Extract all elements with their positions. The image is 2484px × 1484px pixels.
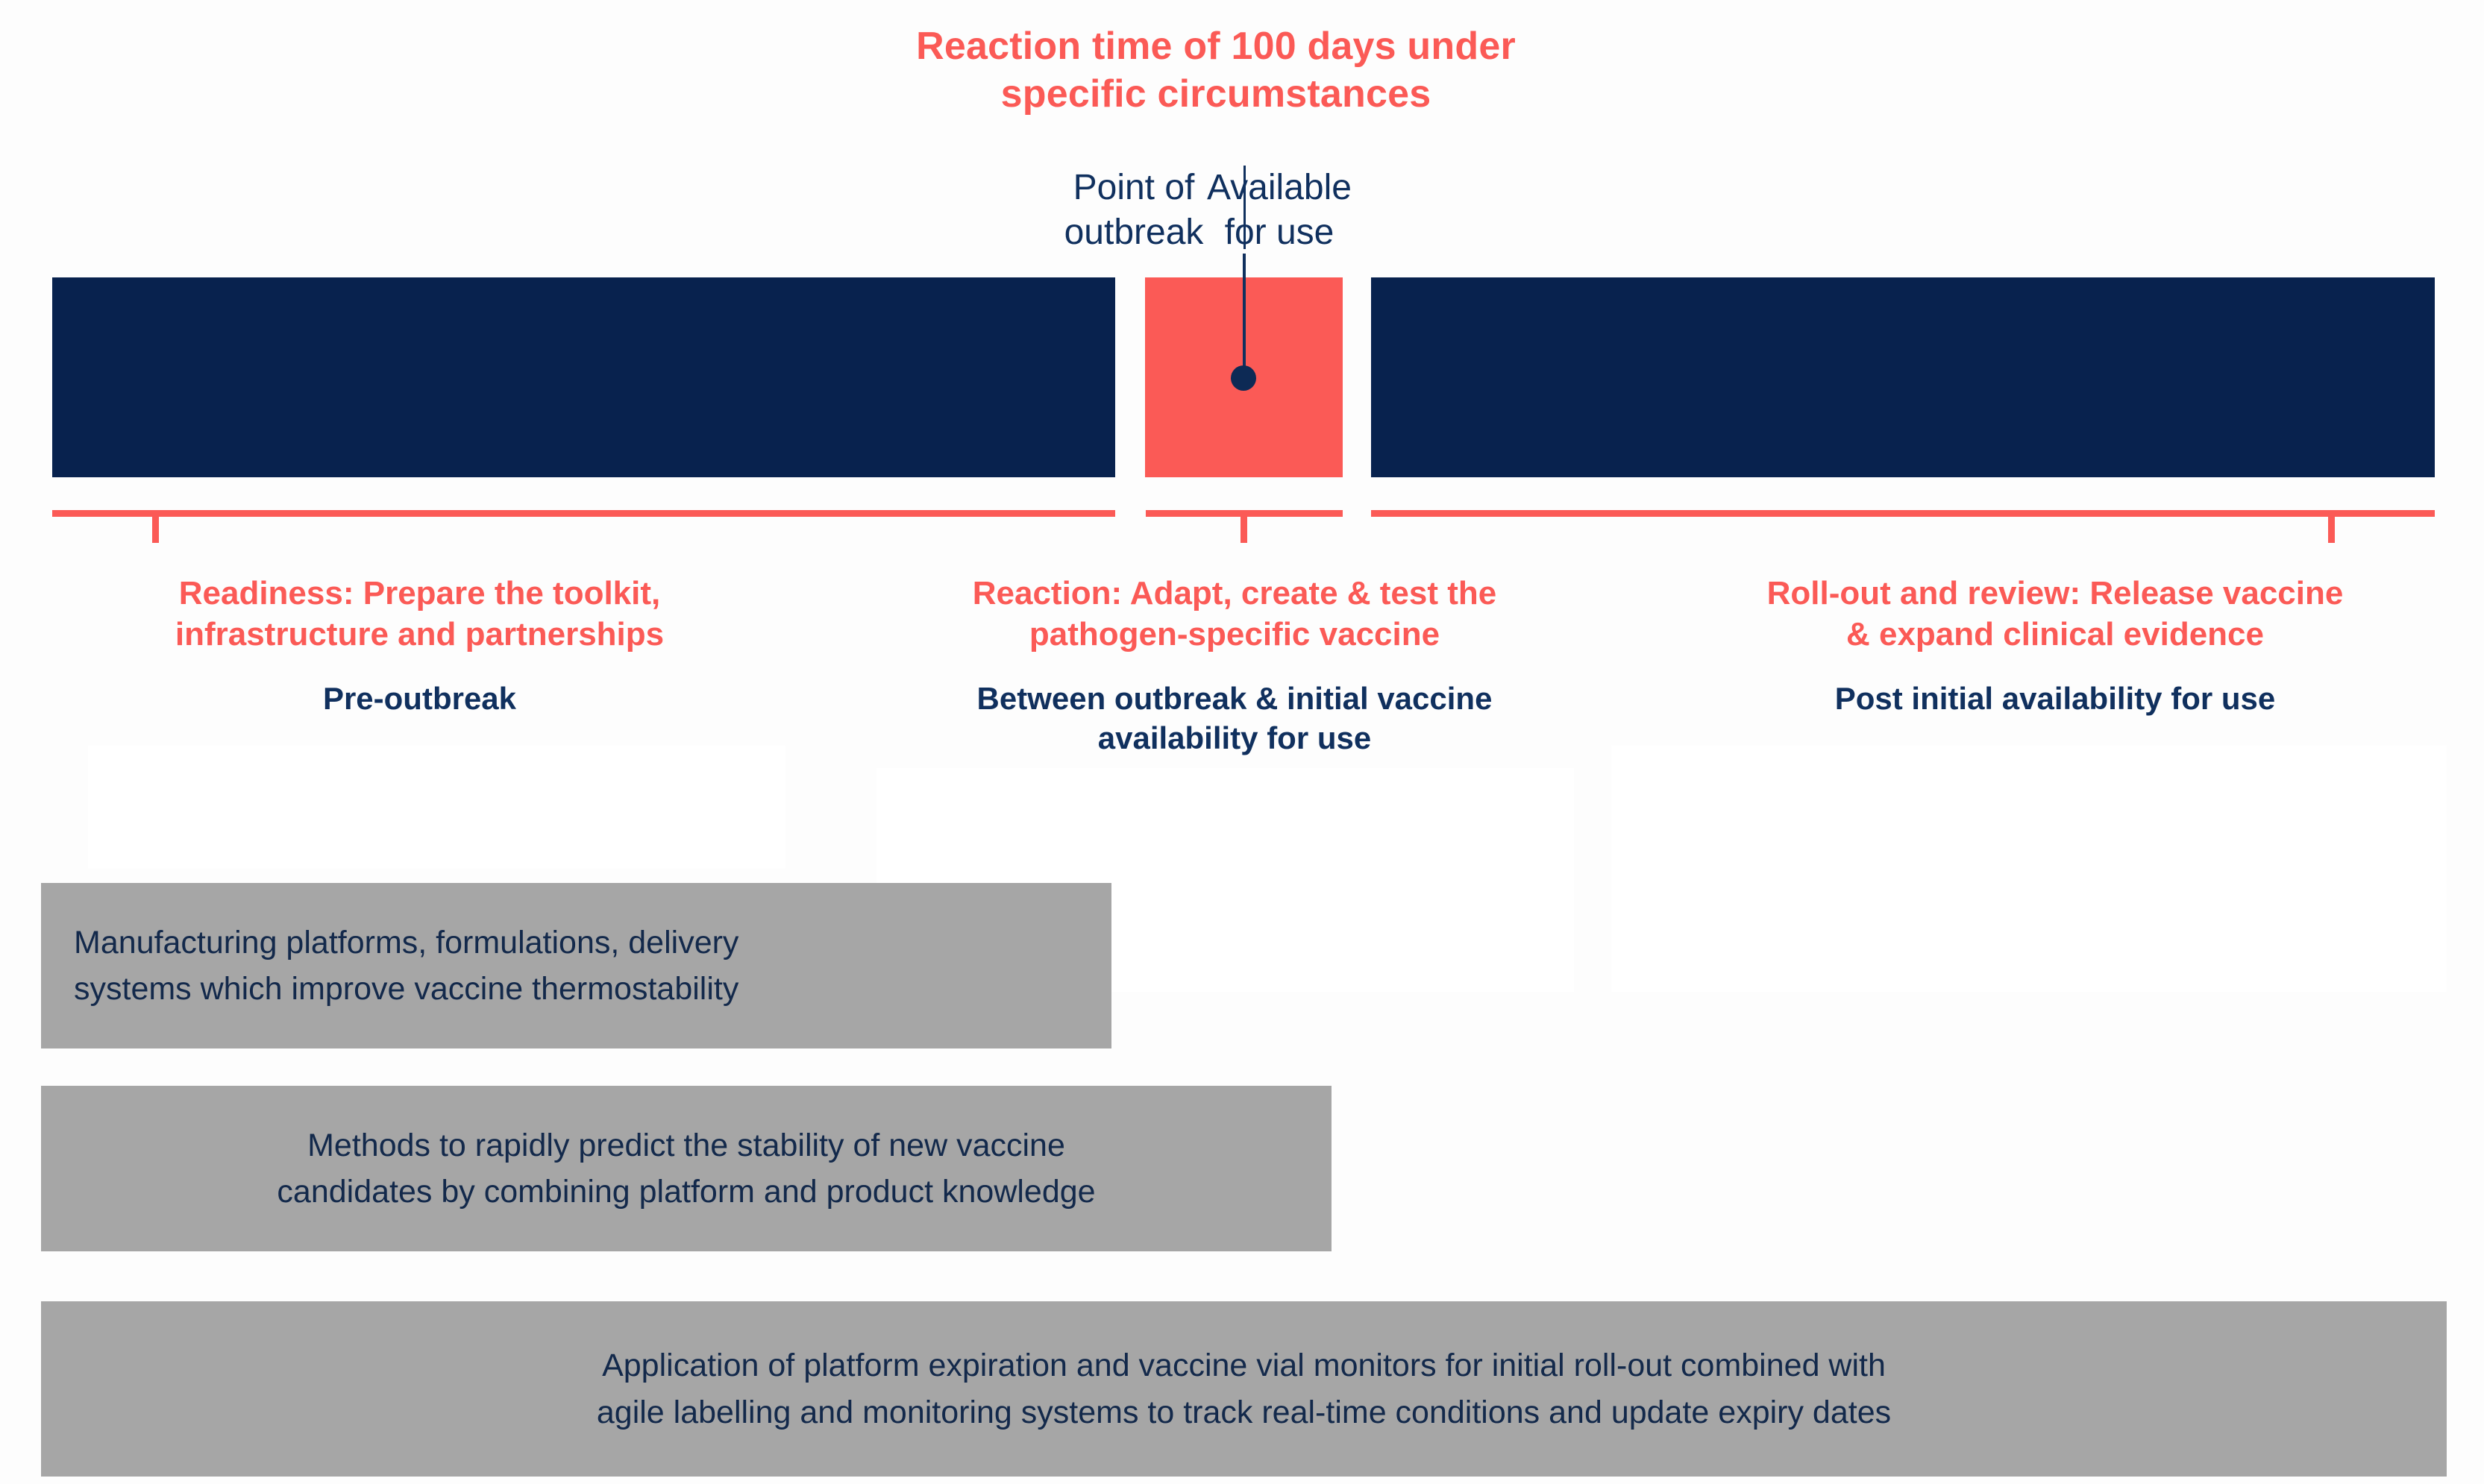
phase-reaction-subtitle-line-2: availability for use (1097, 720, 1372, 755)
timeline-segment-readiness (52, 277, 1115, 477)
capability-bar-stability-prediction-line-2: candidates by combining platform and pro… (277, 1174, 1096, 1210)
bracket-tick-rollout (2328, 510, 2335, 543)
available-for-use-line-1: Available (1207, 168, 1352, 207)
background-panel-left (88, 746, 785, 869)
capability-bar-stability-prediction: Methods to rapidly predict the stability… (41, 1086, 1332, 1251)
phase-reaction-title: Reaction: Adapt, create & test the patho… (858, 573, 1611, 655)
phase-readiness-subtitle: Pre-outbreak (45, 679, 794, 719)
capability-bar-stability-prediction-text: Methods to rapidly predict the stability… (277, 1122, 1095, 1216)
phase-reaction-subtitle-line-1: Between outbreak & initial vaccine (976, 680, 1493, 716)
phase-reaction: Reaction: Adapt, create & test the patho… (858, 573, 1611, 758)
capability-bar-thermostability-line-1: Manufacturing platforms, formulations, d… (74, 924, 739, 960)
capability-bar-expiration-monitoring-line-1: Application of platform expiration and v… (602, 1348, 1886, 1384)
phase-reaction-title-line-1: Reaction: Adapt, create & test the (972, 575, 1497, 611)
phase-readiness-title-line-2: infrastructure and partnerships (175, 616, 665, 653)
phase-rollout-subtitle: Post initial availability for use (1660, 679, 2450, 719)
phase-rollout-subtitle-line-1: Post initial availability for use (1834, 680, 2276, 716)
headline: Reaction time of 100 days under specific… (880, 22, 1552, 119)
capability-bar-thermostability-text: Manufacturing platforms, formulations, d… (74, 919, 738, 1013)
headline-line-1: Reaction time of 100 days under (916, 25, 1516, 68)
phase-rollout: Roll-out and review: Release vaccine & e… (1660, 573, 2450, 719)
point-of-outbreak-line-2: outbreak (1064, 213, 1204, 253)
capability-bar-thermostability-line-2: systems which improve vaccine thermostab… (74, 971, 739, 1007)
bracket-readiness (52, 510, 1115, 517)
timeline-segment-rollout (1371, 277, 2435, 477)
phase-rollout-title-line-1: Roll-out and review: Release vaccine (1766, 575, 2344, 611)
phase-reaction-title-line-2: pathogen-specific vaccine (1029, 616, 1440, 653)
capability-bar-stability-prediction-line-1: Methods to rapidly predict the stability… (307, 1127, 1065, 1163)
point-of-outbreak-label: Point of outbreak (1022, 166, 1246, 256)
label-divider-rule (1243, 166, 1246, 249)
phase-reaction-subtitle: Between outbreak & initial vaccine avail… (858, 679, 1611, 758)
headline-line-2: specific circumstances (1000, 72, 1431, 116)
phase-readiness-title: Readiness: Prepare the toolkit, infrastr… (45, 573, 794, 655)
phase-rollout-title-line-2: & expand clinical evidence (1845, 616, 2264, 653)
background-panel-right (1611, 746, 2447, 992)
available-for-use-line-2: for use (1224, 213, 1334, 253)
point-of-outbreak-line-1: Point of (1073, 168, 1195, 207)
outbreak-connector-line (1243, 254, 1246, 377)
capability-bar-thermostability: Manufacturing platforms, formulations, d… (41, 883, 1111, 1048)
phase-readiness-subtitle-line-1: Pre-outbreak (322, 680, 517, 716)
capability-bar-expiration-monitoring: Application of platform expiration and v… (41, 1301, 2447, 1477)
available-for-use-label: Available for use (1167, 166, 1391, 256)
capability-bar-expiration-monitoring-line-2: agile labelling and monitoring systems t… (596, 1394, 1892, 1430)
bracket-rollout (1371, 510, 2435, 517)
bracket-tick-readiness (152, 510, 159, 543)
outbreak-marker-dot-icon (1231, 365, 1256, 391)
phase-rollout-title: Roll-out and review: Release vaccine & e… (1660, 573, 2450, 655)
phase-readiness: Readiness: Prepare the toolkit, infrastr… (45, 573, 794, 719)
capability-bar-expiration-monitoring-text: Application of platform expiration and v… (597, 1342, 1891, 1436)
phase-readiness-title-line-1: Readiness: Prepare the toolkit, (178, 575, 661, 611)
bracket-tick-reaction (1241, 510, 1247, 543)
